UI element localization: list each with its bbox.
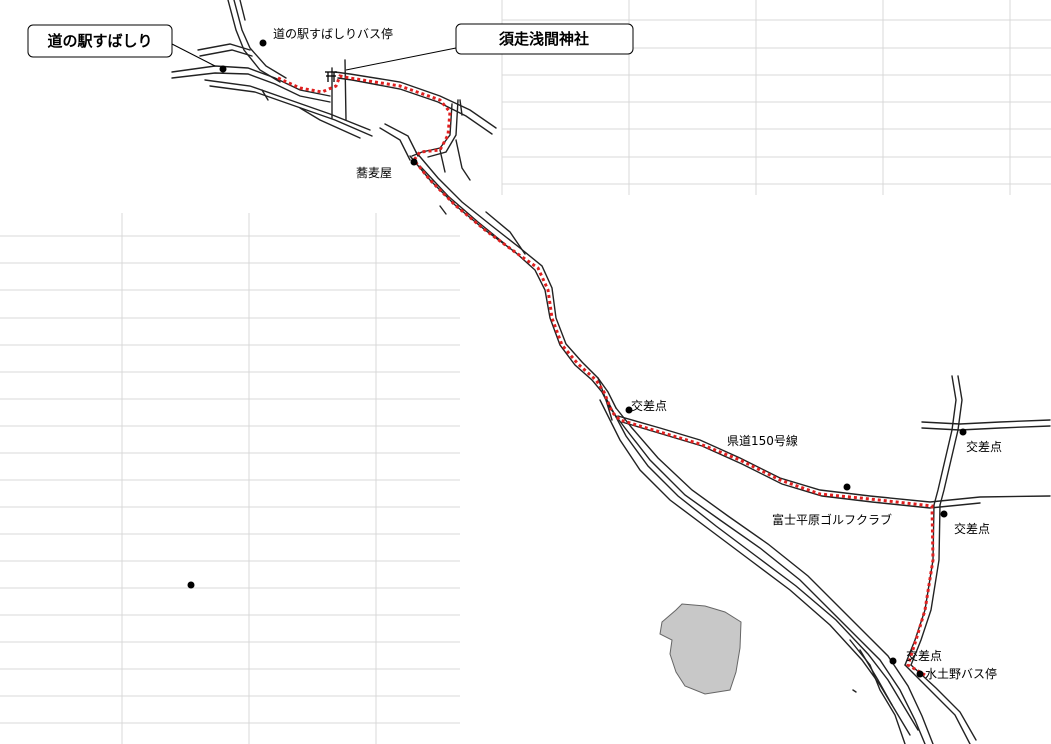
pond xyxy=(659,603,742,695)
label-bus-stop-mizudono: 水土野バス停 xyxy=(925,666,997,681)
label-route: 県道150号線 xyxy=(727,433,798,448)
point-intersection-1 xyxy=(625,406,633,414)
points xyxy=(187,39,967,678)
point-intersection-3 xyxy=(940,510,948,518)
callout-michi-no-eki[interactable]: 道の駅すばしり xyxy=(27,24,216,67)
torii-icon xyxy=(325,71,337,82)
callout-pointer xyxy=(345,47,457,71)
label-intersection-2: 交差点 xyxy=(966,439,1002,454)
label-intersection-1: 交差点 xyxy=(631,398,667,413)
route-line xyxy=(277,74,935,677)
point-michi-no-eki xyxy=(219,65,227,73)
point-bus-stop-mizudono xyxy=(916,670,924,678)
callout-michi-no-eki-label: 道の駅すばしり xyxy=(47,32,152,50)
label-bus-stop-subashiri: 道の駅すばしりバス停 xyxy=(273,26,393,41)
label-intersection-4: 交差点 xyxy=(906,648,942,663)
callout-shrine[interactable]: 須走浅間神社 xyxy=(345,23,634,71)
grid-mask xyxy=(160,0,500,213)
point-intersection-2 xyxy=(959,428,967,436)
callout-pointer xyxy=(171,43,216,67)
spreadsheet-grid-left xyxy=(0,213,460,744)
point-stray xyxy=(187,581,195,589)
callout-shrine-label: 須走浅間神社 xyxy=(498,30,589,48)
label-golf: 富士平原ゴルフクラブ xyxy=(772,512,892,527)
point-intersection-4 xyxy=(889,657,897,665)
callout-box xyxy=(455,23,634,55)
point-bus-stop-subashiri xyxy=(259,39,267,47)
callout-box xyxy=(27,24,173,58)
label-intersection-3: 交差点 xyxy=(954,521,990,536)
label-soba: 蕎麦屋 xyxy=(356,166,392,180)
point-soba xyxy=(410,158,418,166)
point-golf xyxy=(843,483,851,491)
